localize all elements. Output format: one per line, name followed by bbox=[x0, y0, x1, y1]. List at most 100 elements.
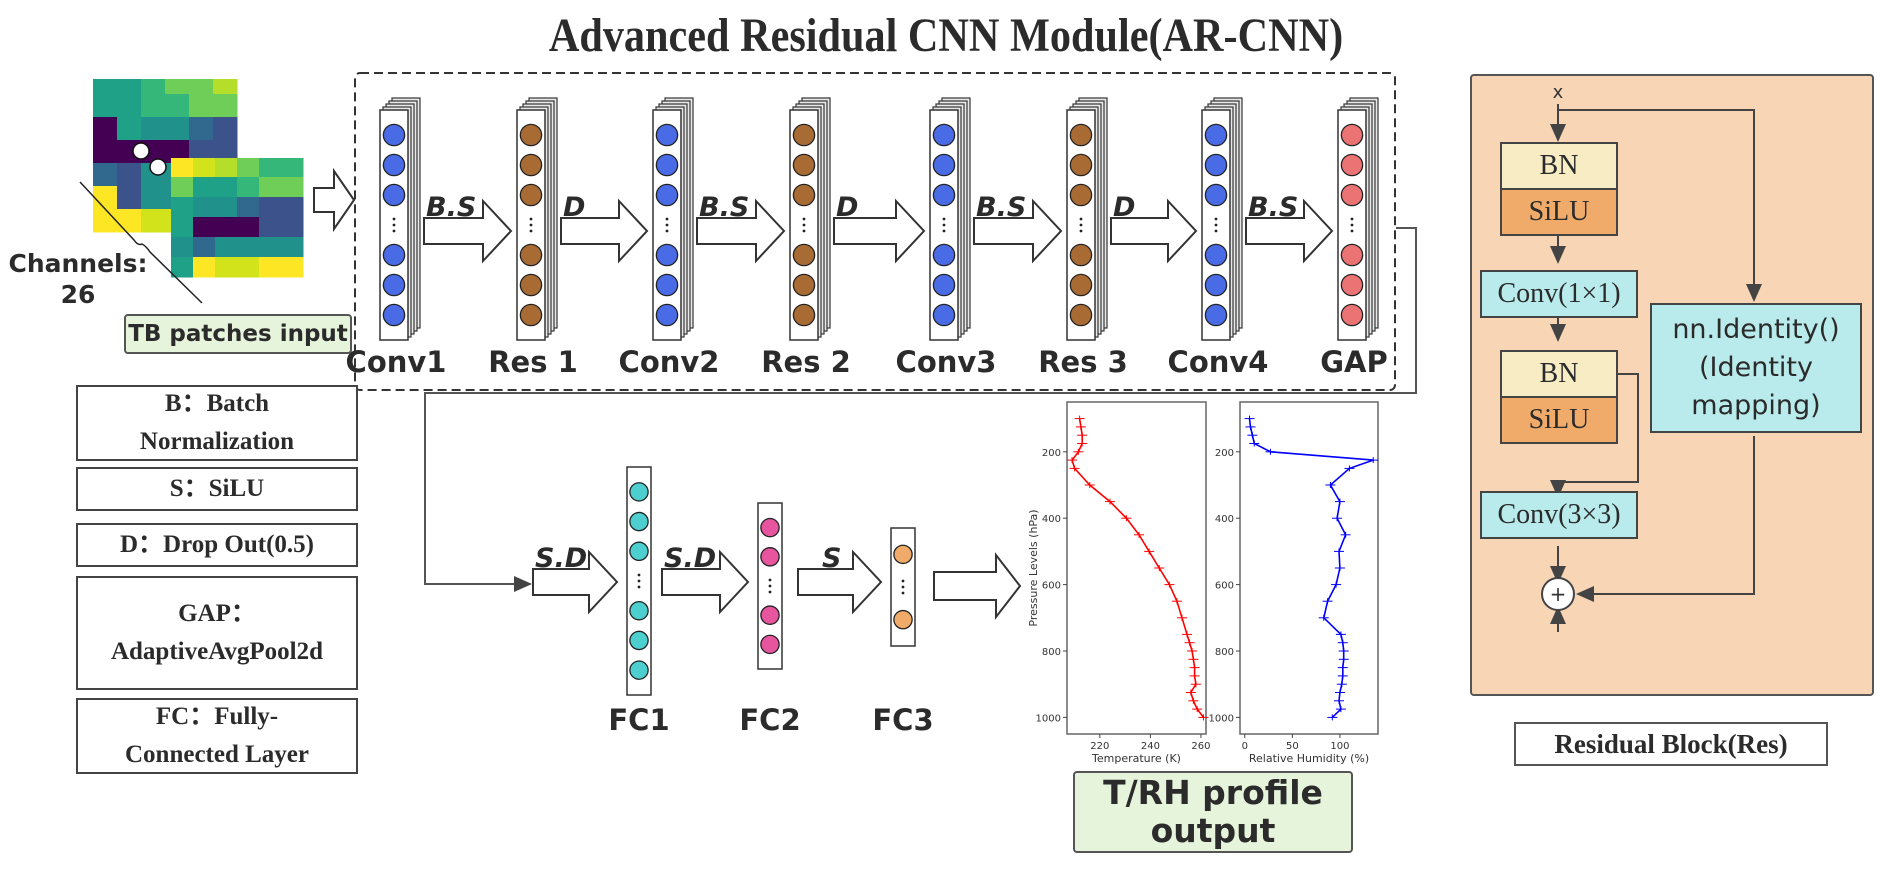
plot-area bbox=[1066, 401, 1207, 735]
data-point bbox=[1069, 465, 1080, 472]
neuron-node bbox=[519, 153, 543, 177]
layer-label: FC3 bbox=[872, 703, 933, 737]
data-point bbox=[1104, 498, 1115, 505]
neuron-node bbox=[760, 634, 780, 655]
neuron-node bbox=[519, 183, 543, 207]
heatmap-cell bbox=[215, 237, 238, 258]
heatmap-cell bbox=[171, 257, 194, 278]
sum-node-icon bbox=[1541, 577, 1575, 611]
op-label: S.D bbox=[535, 543, 587, 574]
heatmap-cell bbox=[117, 94, 142, 118]
layer-res3 bbox=[1066, 97, 1108, 341]
data-point bbox=[1164, 581, 1175, 588]
data-point bbox=[1325, 482, 1336, 488]
heatmap-cell bbox=[281, 197, 304, 218]
data-point bbox=[1075, 423, 1086, 430]
data-point bbox=[1188, 656, 1199, 663]
neuron-node bbox=[629, 482, 649, 502]
neuron-node bbox=[760, 517, 780, 538]
legend-fc-line1: FC：Fully- bbox=[155, 703, 279, 730]
neuron-node bbox=[1204, 183, 1228, 207]
sample-point-icon bbox=[132, 142, 150, 160]
neuron-node bbox=[792, 123, 816, 147]
heatmap-cell bbox=[281, 257, 304, 278]
neuron-node bbox=[655, 153, 679, 177]
residual-bn-2: BN bbox=[1500, 350, 1618, 398]
layer-label: FC1 bbox=[608, 703, 669, 737]
data-point bbox=[1318, 614, 1329, 621]
heatmap-cell bbox=[193, 158, 216, 181]
neuron-node bbox=[629, 630, 649, 651]
neuron-node bbox=[382, 243, 406, 267]
neuron-node bbox=[1204, 123, 1228, 147]
neuron-node bbox=[1204, 243, 1228, 267]
legend-batch-norm-line2: Normalization bbox=[139, 428, 295, 455]
y-tick-label: 200 bbox=[1042, 448, 1061, 459]
heatmap-cell bbox=[193, 177, 216, 198]
y-tick-label: 600 bbox=[1042, 581, 1061, 592]
heatmap-cell bbox=[215, 177, 238, 198]
op-label: B.S bbox=[1248, 192, 1298, 223]
heatmap-cell bbox=[171, 158, 194, 181]
layer-fc2 bbox=[757, 502, 783, 670]
neuron-node bbox=[1340, 153, 1364, 177]
layer-label: Conv4 bbox=[1168, 345, 1269, 379]
neuron-node bbox=[655, 273, 679, 297]
neuron-node bbox=[893, 544, 913, 565]
neuron-node bbox=[382, 123, 406, 147]
residual-conv-3x3: Conv(3×3) bbox=[1480, 491, 1638, 539]
heatmap-cell bbox=[213, 94, 238, 118]
x-tick-label: 100 bbox=[1330, 741, 1349, 752]
layer-fc1 bbox=[626, 466, 652, 696]
op-arrow-icon bbox=[1245, 198, 1334, 264]
data-point bbox=[1332, 515, 1343, 522]
neuron-node bbox=[792, 303, 816, 327]
data-point bbox=[1121, 515, 1132, 522]
op-label: B.S bbox=[426, 192, 476, 223]
heatmap-cell bbox=[189, 94, 214, 118]
identity-line2: (Identity bbox=[1698, 352, 1813, 383]
neuron-node bbox=[1069, 273, 1093, 297]
data-point bbox=[1327, 714, 1338, 721]
heatmap-cell bbox=[117, 163, 142, 187]
data-point bbox=[1189, 672, 1200, 679]
data-point bbox=[1331, 581, 1342, 588]
neuron-node bbox=[655, 123, 679, 147]
neuron-node bbox=[760, 547, 780, 567]
data-point bbox=[1074, 415, 1085, 422]
plot-area bbox=[1239, 401, 1379, 735]
data-point bbox=[1338, 648, 1349, 654]
y-tick-label: 200 bbox=[1215, 448, 1234, 459]
op-arrow-icon bbox=[661, 549, 750, 615]
data-point bbox=[1368, 457, 1379, 464]
layer-conv1 bbox=[379, 97, 421, 341]
data-point bbox=[1176, 614, 1187, 621]
heatmap-cell bbox=[259, 217, 282, 238]
neuron-node bbox=[1340, 243, 1364, 267]
residual-identity-mapping: nn.Identity() (Identity mapping) bbox=[1650, 303, 1862, 433]
output-arrow-icon bbox=[933, 552, 1022, 620]
op-label: B.S bbox=[699, 192, 749, 223]
x-tick-label: 50 bbox=[1286, 741, 1299, 752]
layer-label: Conv2 bbox=[619, 345, 720, 379]
op-label: B.S bbox=[976, 192, 1026, 223]
heatmap-cell bbox=[141, 186, 166, 210]
neuron-node bbox=[1204, 153, 1228, 177]
data-point bbox=[1337, 664, 1348, 671]
residual-bn-2-text: BN bbox=[1539, 358, 1579, 389]
neuron-node bbox=[655, 303, 679, 327]
heatmap-cell bbox=[215, 257, 238, 278]
heatmap-cell bbox=[189, 140, 214, 164]
heatmap-cell bbox=[117, 117, 142, 141]
legend-fc-line2: Connected Layer bbox=[125, 741, 309, 768]
data-point bbox=[1244, 415, 1255, 422]
legend-batch-norm: B：Batch Normalization bbox=[76, 385, 358, 461]
y-tick-label: 400 bbox=[1042, 514, 1061, 525]
data-point bbox=[1344, 465, 1355, 472]
data-point bbox=[1188, 697, 1199, 704]
residual-silu-1-text: SiLU bbox=[1528, 196, 1590, 227]
layer-fc3 bbox=[890, 527, 916, 647]
neuron-node bbox=[893, 609, 913, 630]
channels-brace bbox=[79, 181, 203, 304]
heatmap-cell bbox=[117, 186, 142, 210]
